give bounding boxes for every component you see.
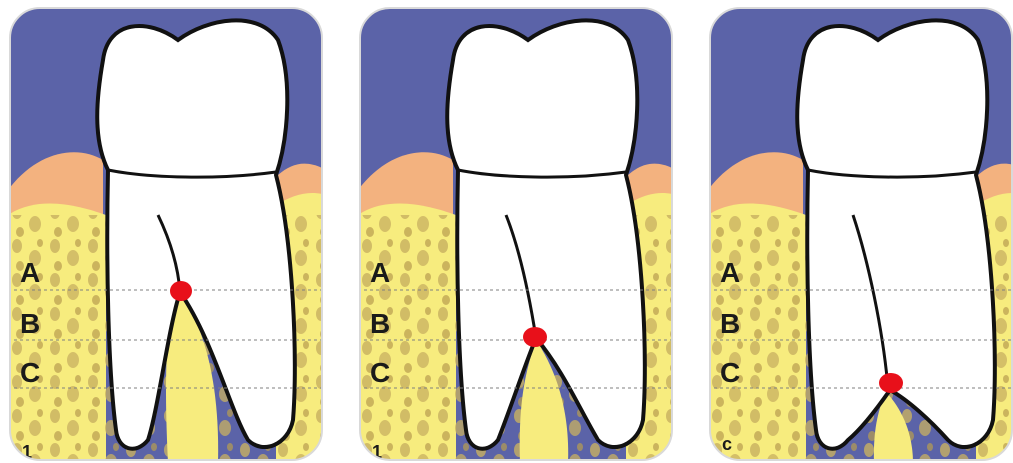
level-label-c: C xyxy=(720,357,740,388)
furcation-marker xyxy=(170,281,192,301)
panel-degree-3: A B C c xyxy=(708,0,1013,463)
furcation-marker xyxy=(879,373,903,393)
tooth-diagram-3: A B C c xyxy=(708,0,1013,463)
level-label-b: B xyxy=(720,308,740,339)
tooth-diagram-2: A B C 1 xyxy=(358,0,676,463)
tooth-diagram-1: A B C 1 xyxy=(8,0,326,463)
level-label-b: B xyxy=(20,308,40,339)
level-label-a: A xyxy=(20,257,40,288)
level-label-c: C xyxy=(370,357,390,388)
level-label-c: C xyxy=(20,357,40,388)
panel-degree-1: A B C 1 xyxy=(8,0,326,463)
bottom-label: c xyxy=(722,434,732,454)
level-label-a: A xyxy=(370,257,390,288)
furcation-marker xyxy=(523,327,547,347)
level-label-b: B xyxy=(370,308,390,339)
panel-degree-2: A B C 1 xyxy=(358,0,676,463)
level-label-a: A xyxy=(720,257,740,288)
